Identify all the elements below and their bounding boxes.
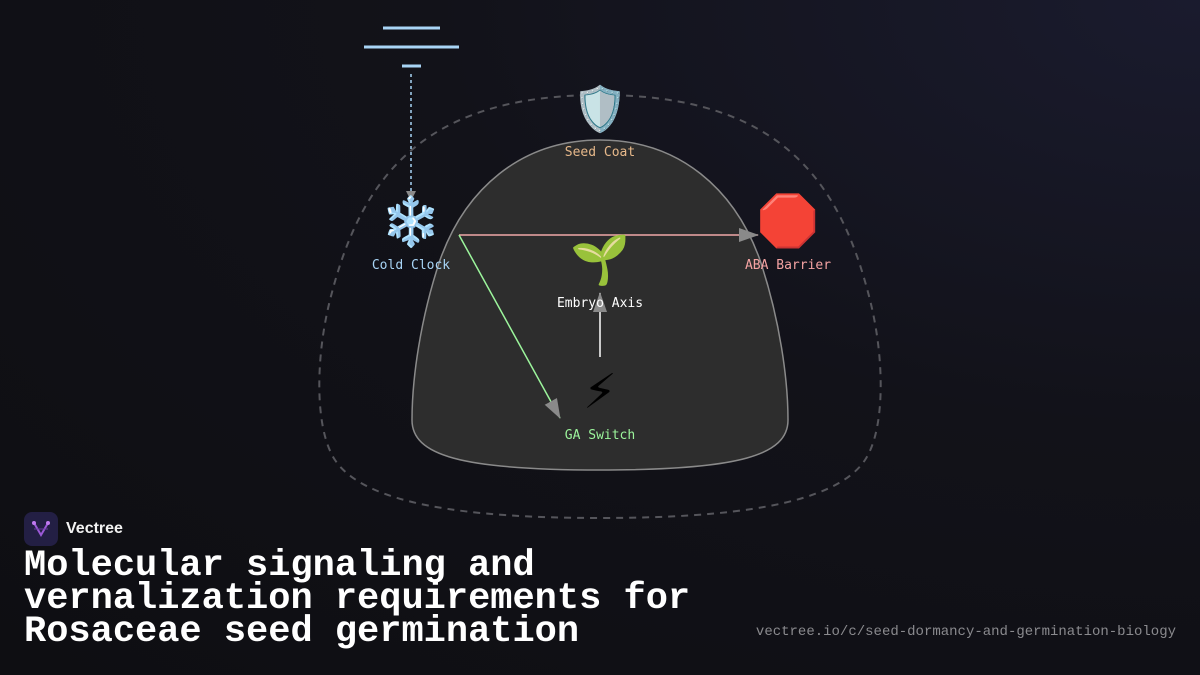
seed-coat-label: Seed Coat <box>565 145 635 160</box>
cold-clock-label: Cold Clock <box>372 258 450 273</box>
ga-switch-label: GA Switch <box>565 428 635 443</box>
lightning-icon: ⚡ <box>583 364 617 420</box>
snowflake-icon: ❄️ <box>381 194 441 250</box>
brand-name: Vectree <box>66 520 123 537</box>
source-url: vectree.io/c/seed-dormancy-and-germinati… <box>755 624 1176 640</box>
brand: Vectree <box>24 512 123 546</box>
vectree-logo-icon <box>24 512 58 546</box>
shield-icon: 🛡️ <box>573 84 628 135</box>
outer-boundary <box>318 93 882 520</box>
edge-cold-clock-to-ga-switch <box>458 234 561 419</box>
stop-sign-icon: 🛑 <box>757 192 819 250</box>
seedling-icon: 🌱 <box>570 232 630 288</box>
ground-symbol-icon <box>364 26 459 68</box>
page-title: Molecular signaling and vernalization re… <box>24 545 691 653</box>
aba-barrier-label: ABA Barrier <box>745 258 831 273</box>
embryo-axis-label: Embryo Axis <box>557 296 643 311</box>
